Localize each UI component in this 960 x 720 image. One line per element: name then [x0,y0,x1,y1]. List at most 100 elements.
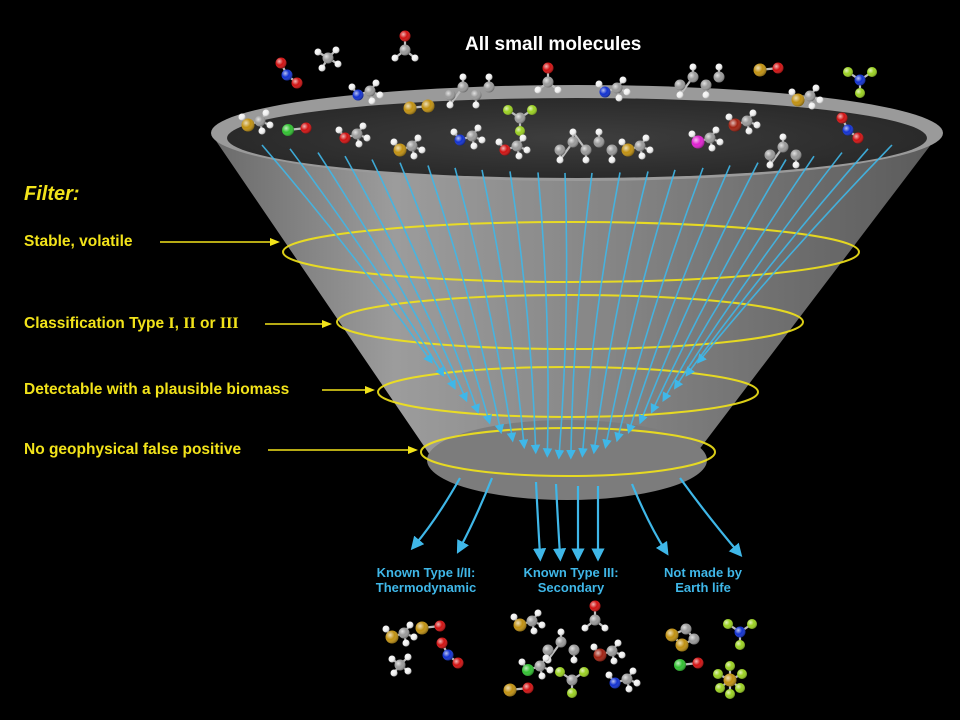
atom-shading [595,128,603,136]
atom-shading [318,64,326,72]
atom-shading [595,80,603,88]
molecule [415,620,446,635]
molecules [238,30,877,699]
atom-shading [772,62,784,74]
atom-shading [414,134,422,142]
atom-shading [812,84,820,92]
exit-arrow [679,477,743,558]
atom-shading [526,615,538,627]
atom-shading [385,630,399,644]
atom-shading [615,94,623,102]
atom-shading [523,146,531,154]
exit-arrow [456,477,494,554]
atom-shading [557,628,565,636]
atom-shading [515,126,525,136]
atom-shading [728,118,742,132]
atom-shading [300,122,312,134]
outcome-secondary: Known Type III: Secondary [501,565,641,595]
molecule [725,109,761,135]
molecule [518,654,554,680]
atom-shading [566,674,578,686]
atom-shading [402,639,410,647]
molecule [764,133,802,169]
atom-shading [522,664,534,676]
atom-shading [606,144,618,156]
atom-shading [790,149,802,161]
atom-shading [452,657,464,669]
type-numeral: I [168,315,175,332]
atom-shading [391,54,399,62]
type-numeral: II [183,315,196,332]
atom-shading [470,142,478,150]
outcome-not-earth-life: Not made by Earth life [633,565,773,595]
molecule [444,73,495,109]
atom-shading [538,672,546,680]
atom-shading [335,126,343,134]
atom-shading [266,121,274,129]
atom-shading [322,52,334,64]
atom-shading [665,628,679,642]
filter-label-join: , [174,315,184,332]
filter-ring-classification [336,294,804,350]
flow-arrow [344,155,468,403]
atom-shading [376,91,384,99]
atom-shading [527,105,537,115]
atom-shading [764,149,776,161]
atom-shading [542,654,550,662]
atom-shading [634,140,646,152]
atom-shading [629,667,637,675]
filter-heading: Filter: [24,183,80,205]
atom-shading [618,651,626,659]
molecule [450,124,486,150]
outcome-line: Not made by [663,565,742,580]
atom-shading [555,636,567,648]
flow-arrow [427,165,505,435]
molecule [238,109,274,135]
atom-shading [390,669,398,677]
atom-shading [410,152,418,160]
atom-shading [638,152,646,160]
atom-shading [599,86,611,98]
molecule [595,76,631,102]
atom-shading [737,669,747,679]
flow-arrow [578,172,621,458]
flow-arrow [673,152,843,390]
atom-shading [399,44,411,56]
atom-shading [534,660,546,672]
atom-shading [567,136,579,148]
filter-label-geophysical: No geophysical false positive [24,441,241,459]
atom-shading [352,89,364,101]
atom-shading [510,613,518,621]
atom-shading [804,90,816,102]
atom-shading [621,673,633,685]
atom-shading [554,86,562,94]
molecule [618,134,654,160]
atom-shading [712,126,720,134]
atom-shading [689,63,697,71]
molecule [688,126,724,152]
atom-shading [334,60,342,68]
flow-arrow [554,172,568,460]
flow-arrow [590,171,649,455]
molecule [282,122,312,136]
flow-arrow [602,169,676,450]
atom-shading [734,626,746,638]
atom-shading [625,685,633,693]
flow-arrow [626,165,731,435]
atom-shading [511,140,523,152]
molecule [495,134,531,160]
exit-arrows [410,477,743,562]
atom-shading [609,677,621,689]
molecule [723,619,757,650]
atom-shading [792,161,800,169]
atom-shading [580,144,592,156]
atom-shading [394,659,406,671]
diagram-title: All small molecules [465,34,642,55]
atom-shading [854,74,866,86]
atom-shading [713,71,725,83]
atom-shading [747,619,757,629]
outcome-line: Thermodynamic [375,580,477,595]
exit-arrow [630,483,669,556]
atom-shading [466,130,478,142]
